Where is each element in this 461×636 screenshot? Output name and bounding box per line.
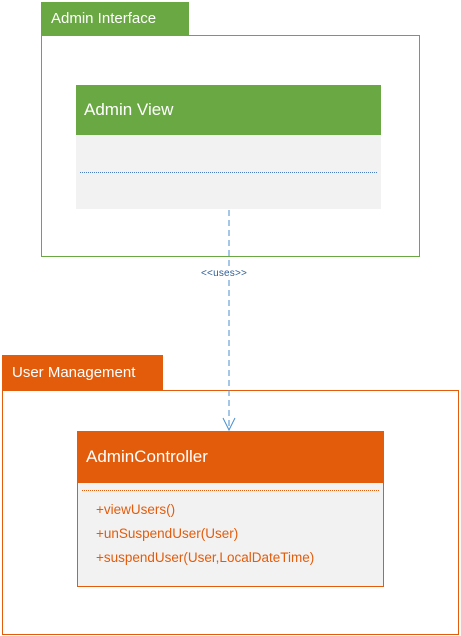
operation-view-users: +viewUsers() — [96, 502, 176, 517]
admin-controller-class: AdminController +viewUsers() +unSuspendU… — [77, 431, 384, 587]
admin-controller-class-header: AdminController — [77, 431, 384, 483]
operation-unsuspend-user: +unSuspendUser(User) — [96, 526, 239, 541]
uses-dependency-label: <<uses>> — [199, 268, 250, 279]
admin-view-class-name: Admin View — [84, 100, 174, 119]
operation-suspend-user: +suspendUser(User,LocalDateTime) — [96, 550, 315, 565]
admin-interface-package-tab: Admin Interface — [41, 2, 189, 35]
user-management-package-tab: User Management — [2, 355, 163, 390]
admin-controller-class-name: AdminController — [86, 447, 208, 466]
admin-view-attribute-separator — [80, 172, 377, 173]
admin-controller-operations: +viewUsers() +unSuspendUser(User) +suspe… — [96, 498, 314, 570]
admin-view-class-header: Admin View — [76, 85, 381, 135]
admin-view-class: Admin View — [76, 85, 381, 209]
admin-interface-package-label: Admin Interface — [51, 10, 157, 27]
admin-controller-attribute-separator — [82, 490, 379, 491]
user-management-package-label: User Management — [12, 364, 136, 381]
